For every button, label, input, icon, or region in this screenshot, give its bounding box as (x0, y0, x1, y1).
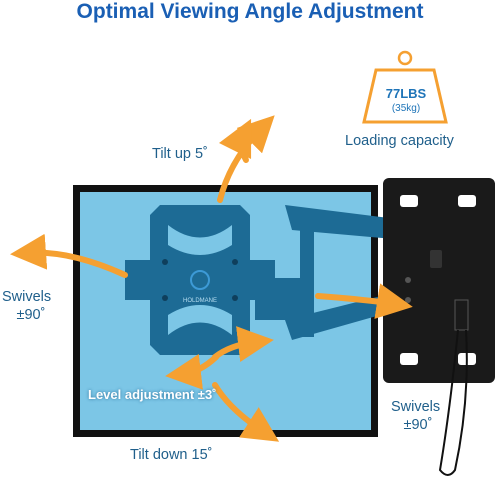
wall-plate (383, 178, 495, 383)
swivel-right-label-2: ±90˚ (403, 417, 433, 433)
vesa-plate (125, 205, 275, 355)
brand-label: HOLDMANE (183, 298, 217, 304)
swivel-left-label-1: Swivels (2, 289, 52, 305)
level-right-arrow (212, 326, 274, 362)
swivel-right-label-1: Swivels (391, 399, 441, 415)
swivel-left-label-2: ±90˚ (16, 307, 46, 323)
weight-icon (362, 50, 448, 124)
tilt-up-arrow (217, 115, 275, 203)
pull-cord (438, 329, 468, 476)
tilt-down-arrow (212, 382, 280, 442)
swivel-right-arrow (315, 283, 413, 319)
weight-value: 77LBS (385, 86, 427, 101)
weight-metric: (35kg) (391, 103, 421, 114)
loading-capacity-label: Loading capacity (345, 133, 454, 149)
tilt-up-arrow-down (218, 118, 252, 163)
level-adjustment-label: Level adjustment ±3˚ (88, 387, 217, 402)
tilt-down-label: Tilt down 15˚ (130, 447, 213, 463)
tilt-up-label: Tilt up 5˚ (152, 146, 208, 162)
swivel-left-arrow (10, 233, 128, 278)
page-title: Optimal Viewing Angle Adjustment (76, 0, 424, 23)
